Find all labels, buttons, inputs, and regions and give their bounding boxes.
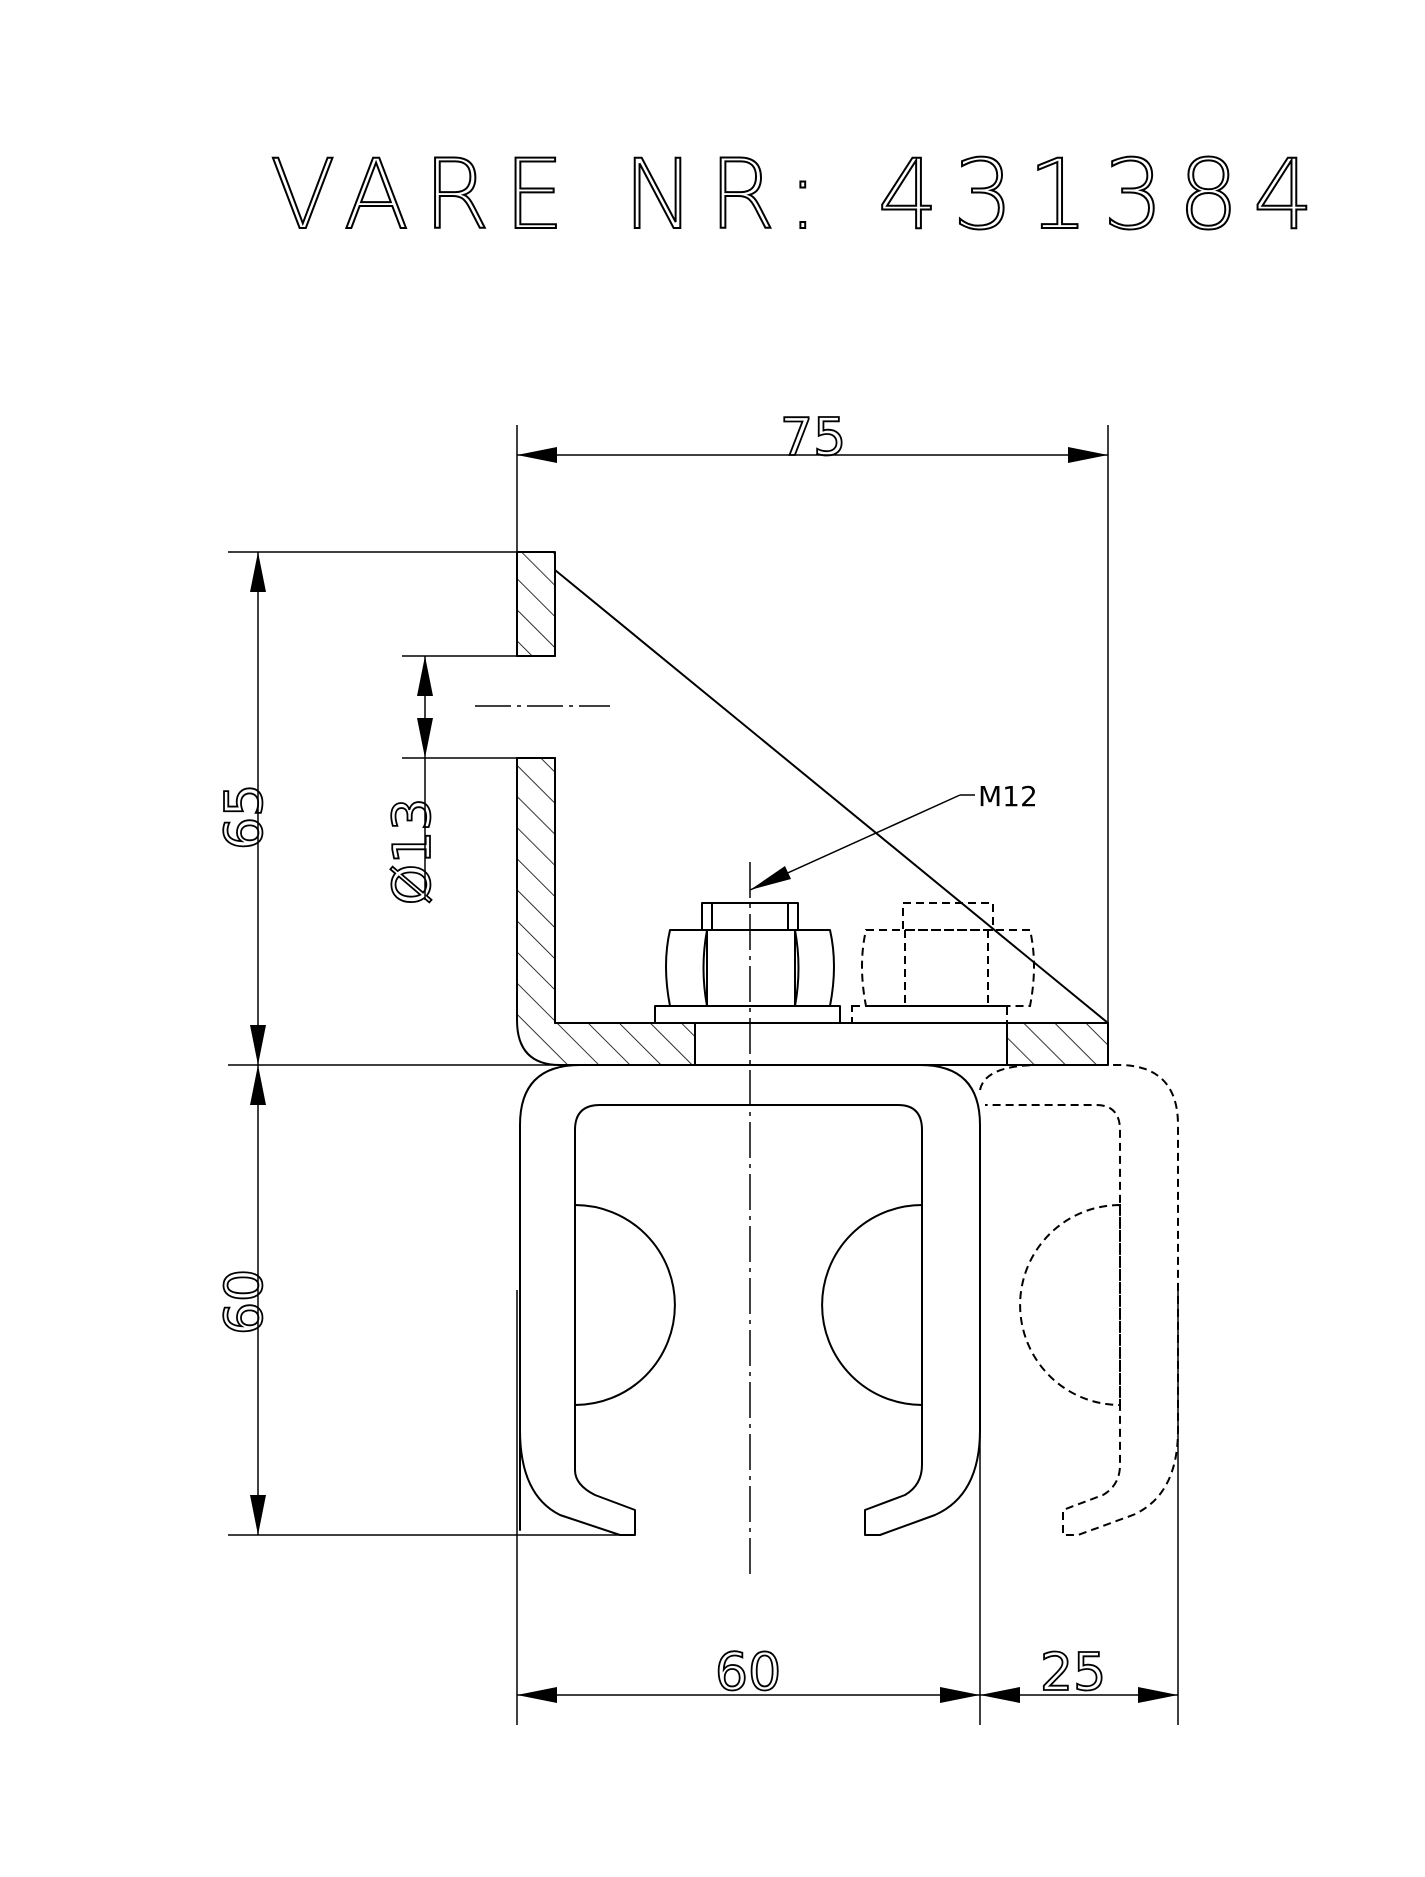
drawing-title: VARE NR: 431384	[270, 139, 1328, 251]
dimension-trolley-width: 60	[516, 1290, 981, 1725]
dimension-trolley-height: 60	[214, 1065, 635, 1536]
dimension-bracket-height: 65	[214, 551, 560, 1066]
dimension-offset-width-label: 25	[1040, 1643, 1106, 1703]
dimension-bracket-height-label: 65	[215, 784, 275, 850]
thread-callout-label: M12	[978, 780, 1038, 813]
dimension-top-width-label: 75	[780, 408, 846, 468]
thread-callout: M12	[749, 780, 1038, 891]
dimension-trolley-width-label: 60	[715, 1643, 781, 1703]
angle-bracket	[516, 551, 1109, 1066]
trolley-alternate	[979, 1064, 1179, 1536]
trolley	[519, 1064, 981, 1536]
dimension-offset-width: 25	[980, 1290, 1179, 1725]
dimension-hole-diameter: Ø13	[382, 655, 517, 906]
bolt-nut-alternate	[851, 902, 1035, 1024]
dimension-trolley-height-label: 60	[215, 1269, 275, 1335]
bolt-nut	[654, 902, 841, 1024]
dimension-top-width: 75	[516, 407, 1109, 1030]
dimension-hole-diameter-label: Ø13	[383, 798, 443, 905]
